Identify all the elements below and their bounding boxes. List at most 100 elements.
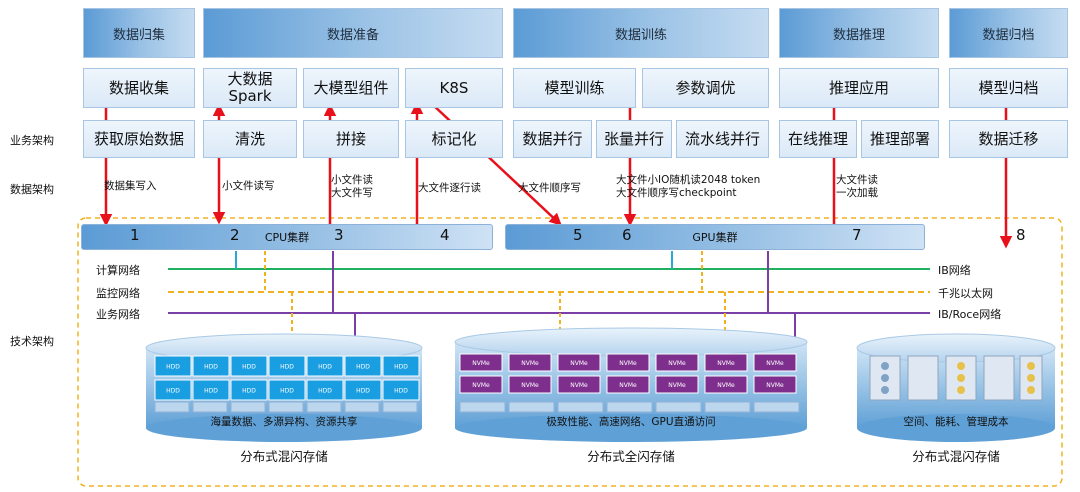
- nvme-bay-label: NVMe: [521, 382, 539, 389]
- drive-shelf: [382, 401, 418, 413]
- hdd-bay: [192, 355, 230, 377]
- nvme-bay: [508, 353, 552, 372]
- nvme-bay: [459, 375, 503, 394]
- hdd-bay-label: HDD: [394, 364, 408, 371]
- nvme-bay: [606, 375, 650, 394]
- box-inference-app: 推理应用: [779, 68, 939, 108]
- header-data-train: 数据训练: [513, 8, 769, 58]
- num-4: 4: [440, 226, 450, 244]
- drive-shelf: [557, 401, 604, 413]
- nvme-bay-label: NVMe: [570, 360, 588, 367]
- nvme-bay: [508, 375, 552, 394]
- hdd-bay: [382, 355, 420, 377]
- hdd-bay: [382, 379, 420, 401]
- nvme-bay-label: NVMe: [668, 360, 686, 367]
- label-ib-network: IB网络: [938, 264, 971, 277]
- box-tensor-parallel: 张量并行: [596, 120, 672, 158]
- hdd-bay: [268, 355, 306, 377]
- cpu-cluster-label: CPU集群: [264, 231, 310, 244]
- drive-shelf: [306, 401, 342, 413]
- hdd-bay-label: HDD: [318, 388, 332, 395]
- num-3: 3: [334, 226, 344, 244]
- num-5: 5: [573, 226, 583, 244]
- hdd-bay: [344, 379, 382, 401]
- hdd-bay-label: HDD: [318, 364, 332, 371]
- nvme-bay-label: NVMe: [472, 360, 490, 367]
- label-compute-network: 计算网络: [96, 264, 140, 277]
- box-cleaning: 清洗: [203, 120, 297, 158]
- num-1: 1: [130, 226, 140, 244]
- nvme-bay-label: NVMe: [766, 382, 784, 389]
- label-business-network: 业务网络: [96, 308, 140, 321]
- note-gpu-io: 大文件小IO随机读2048 token 大文件顺序写checkpoint: [616, 174, 761, 199]
- nvme-bay: [557, 375, 601, 394]
- nvme-bay: [459, 353, 503, 372]
- note-large-read-load: 大文件读 一次加载: [836, 174, 878, 199]
- hdd-bay-label: HDD: [356, 364, 370, 371]
- hdd-bay: [230, 355, 268, 377]
- nvme-bay-label: NVMe: [619, 382, 637, 389]
- nvme-bay-label: NVMe: [570, 382, 588, 389]
- hdd-bay: [230, 379, 268, 401]
- box-model-training: 模型训练: [513, 68, 636, 108]
- storage-3-label: 分布式混闪存储: [912, 449, 1000, 464]
- num-6: 6: [622, 226, 632, 244]
- hdd-bay-label: HDD: [204, 388, 218, 395]
- hdd-bay: [306, 355, 344, 377]
- drive-shelf: [753, 401, 800, 413]
- nvme-bay: [704, 375, 748, 394]
- drive-shelf: [606, 401, 653, 413]
- hdd-bay-label: HDD: [204, 364, 218, 371]
- box-online-inference: 在线推理: [779, 120, 857, 158]
- nvme-bay: [655, 375, 699, 394]
- storage-1-label: 分布式混闪存储: [240, 449, 328, 464]
- hdd-bay: [154, 355, 192, 377]
- nvme-bay: [753, 375, 797, 394]
- drive-shelf: [704, 401, 751, 413]
- box-raw-data: 获取原始数据: [83, 120, 195, 158]
- hdd-bay-label: HDD: [280, 364, 294, 371]
- num-8: 8: [1016, 226, 1026, 244]
- nvme-bay-label: NVMe: [521, 360, 539, 367]
- hdd-bay-label: HDD: [166, 364, 180, 371]
- note-large-seq-write: 大文件顺序写: [518, 182, 581, 194]
- box-model-archive: 模型归档: [949, 68, 1068, 108]
- nvme-bay-label: NVMe: [619, 360, 637, 367]
- storage-1-caption: 海量数据、多源异构、资源共享: [210, 416, 358, 428]
- nvme-bay: [753, 353, 797, 372]
- drive-shelf: [192, 401, 228, 413]
- header-data-archive: 数据归档: [949, 8, 1068, 58]
- nvme-bay-label: NVMe: [717, 360, 735, 367]
- hdd-bay-label: HDD: [394, 388, 408, 395]
- tech-frame: [77, 217, 1063, 487]
- server-racks: [869, 355, 1043, 401]
- hdd-bay-label: HDD: [356, 388, 370, 395]
- note-large-line-read: 大文件逐行读: [418, 182, 481, 194]
- num-2: 2: [230, 226, 240, 244]
- label-tech-arch: 技术架构: [10, 335, 54, 348]
- gpu-cluster-label: GPU集群: [692, 231, 738, 244]
- box-data-parallel: 数据并行: [513, 120, 592, 158]
- hdd-bay-label: HDD: [166, 388, 180, 395]
- note-dataset-write: 数据集写入: [104, 180, 157, 192]
- hdd-bay-label: HDD: [280, 388, 294, 395]
- nvme-bay: [606, 353, 650, 372]
- box-data-migration: 数据迁移: [949, 120, 1068, 158]
- box-param-tuning: 参数调优: [642, 68, 769, 108]
- drive-shelf: [344, 401, 380, 413]
- hdd-bay: [154, 379, 192, 401]
- cpu-cluster-bar: CPU集群: [81, 224, 493, 250]
- label-monitor-network: 监控网络: [96, 287, 140, 300]
- note-small-read-large-write: 小文件读 大文件写: [331, 174, 373, 199]
- note-small-file-rw: 小文件读写: [222, 180, 275, 192]
- gpu-cluster-bar: GPU集群: [505, 224, 925, 250]
- nvme-bay: [704, 353, 748, 372]
- hdd-bay: [192, 379, 230, 401]
- box-pipeline-parallel: 流水线并行: [676, 120, 769, 158]
- nvme-bay-label: NVMe: [766, 360, 784, 367]
- storage-2-caption: 极致性能、高速网络、GPU直通访问: [546, 416, 716, 428]
- box-data-collection: 数据收集: [83, 68, 195, 108]
- label-ib-roce-network: IB/Roce网络: [938, 308, 1002, 321]
